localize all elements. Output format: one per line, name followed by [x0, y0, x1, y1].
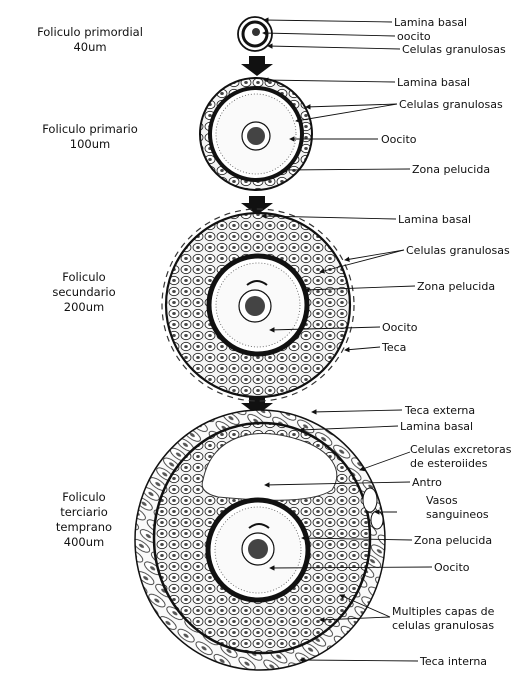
label-zona-pelucida: Zona pelucida: [412, 163, 490, 176]
arrow-down-1: [241, 56, 273, 76]
label-teca: Teca: [381, 341, 406, 354]
label-celulas-excretoras: Celulas excretoras de esteroiides: [410, 443, 528, 475]
label-oocito: Oocito: [382, 321, 418, 334]
label-lamina-basal: Lamina basal: [400, 420, 473, 433]
label-zona-pelucida: Zona pelucida: [414, 534, 492, 547]
label-celulas-granulosas: Celulas granulosas: [406, 244, 510, 257]
label-lamina-basal: Lamina basal: [394, 16, 467, 29]
label-vasos-sanguineos: Vasos sanguineos: [426, 494, 506, 526]
label-lamina-basal: Lamina basal: [398, 213, 471, 226]
labels-secundario: Lamina basal Celulas granulosas Zona pel…: [381, 213, 510, 354]
label-teca-externa: Teca externa: [404, 404, 475, 417]
label-oocito: oocito: [397, 30, 431, 43]
label-antro: Antro: [412, 476, 442, 489]
label-zona-pelucida: Zona pelucida: [417, 280, 495, 293]
labels-primordial: Lamina basal oocito Celulas granulosas: [394, 16, 506, 56]
label-multiples-capas: Multiples capas de celulas granulosas: [392, 605, 528, 637]
tertiary-follicle: [135, 410, 385, 670]
label-celulas-granulosas: Celulas granulosas: [402, 43, 506, 56]
primordial-follicle: [238, 17, 272, 51]
label-oocito: Oocito: [434, 561, 470, 574]
labels-primario: Lamina basal Celulas granulosas Oocito Z…: [381, 76, 503, 176]
label-celulas-granulosas: Celulas granulosas: [399, 98, 503, 111]
primary-follicle: [200, 78, 312, 190]
label-teca-interna: Teca interna: [419, 655, 487, 668]
labels-terciario: Teca externa Lamina basal Celulas excret…: [392, 404, 528, 668]
label-oocito: Oocito: [381, 133, 417, 146]
secondary-follicle: [162, 209, 354, 401]
label-lamina-basal: Lamina basal: [397, 76, 470, 89]
